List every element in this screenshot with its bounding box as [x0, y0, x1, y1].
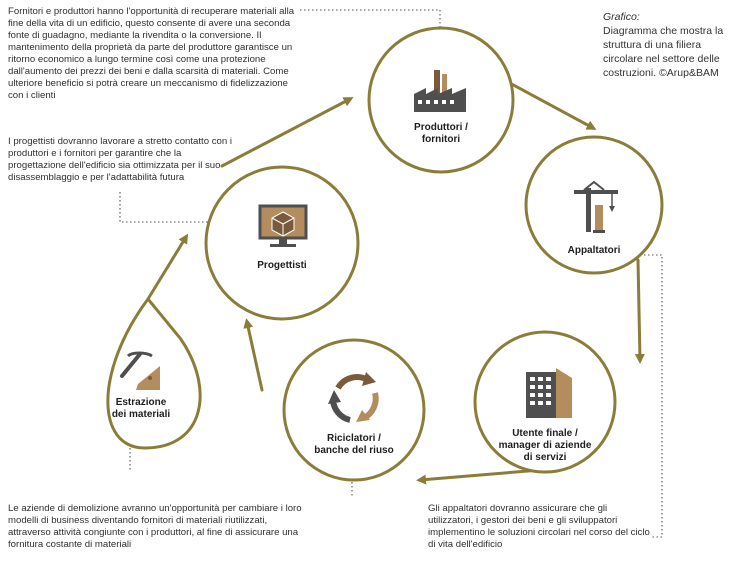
flow-arrow-utente-riciclatori [416, 468, 542, 485]
leader-line-produttori [300, 9, 441, 28]
flow-arrow-progettisti-produttori [220, 97, 354, 168]
note-produttori: Fornitori e produttori hanno l'opportuni… [8, 6, 295, 101]
note-appaltatori: Gli appaltatori dovranno assicurare che … [428, 503, 650, 550]
recycle-icon [328, 372, 379, 423]
node-circles [204, 26, 664, 482]
note-demolizione: Le aziende di demolizione avranno un'opp… [8, 503, 302, 550]
flow-arrow-estrazione-progettisti [146, 233, 189, 301]
circle-riciclatori [282, 338, 426, 482]
computer-design-icon [258, 204, 308, 247]
leader-lines [119, 9, 663, 538]
pickaxe-icon [120, 351, 160, 390]
office-building-icon [526, 368, 572, 418]
factory-icon [414, 70, 466, 112]
figure-caption: Grafico: Diagramma che mostra la struttu… [603, 10, 743, 80]
caption-text: Diagramma che mostra la struttura di una… [603, 25, 724, 79]
caption-label: Grafico: [603, 11, 640, 23]
label-appaltatori: Appaltatori [567, 245, 621, 256]
crane-icon [574, 180, 618, 233]
note-progettisti: I progettisti dovranno lavorare a strett… [8, 136, 232, 183]
estrazione-loop [106, 298, 202, 450]
label-utente: Utente finale / manager di aziende di se… [498, 428, 592, 463]
flow-arrow-riciclatori-progettisti [243, 318, 264, 392]
leader-line-progettisti [119, 192, 210, 223]
label-estrazione: Estrazione dei materiali [111, 397, 171, 420]
label-riciclatori: Riciclatori / banche del riuso [314, 433, 394, 456]
label-progettisti: Progettisti [257, 260, 307, 271]
label-produttori: Produttori / fornitori [414, 122, 468, 145]
circle-appaltatori [524, 135, 664, 275]
flow-arrow-appaltatori-utente [634, 258, 645, 364]
leader-line-appaltatori [640, 254, 663, 538]
